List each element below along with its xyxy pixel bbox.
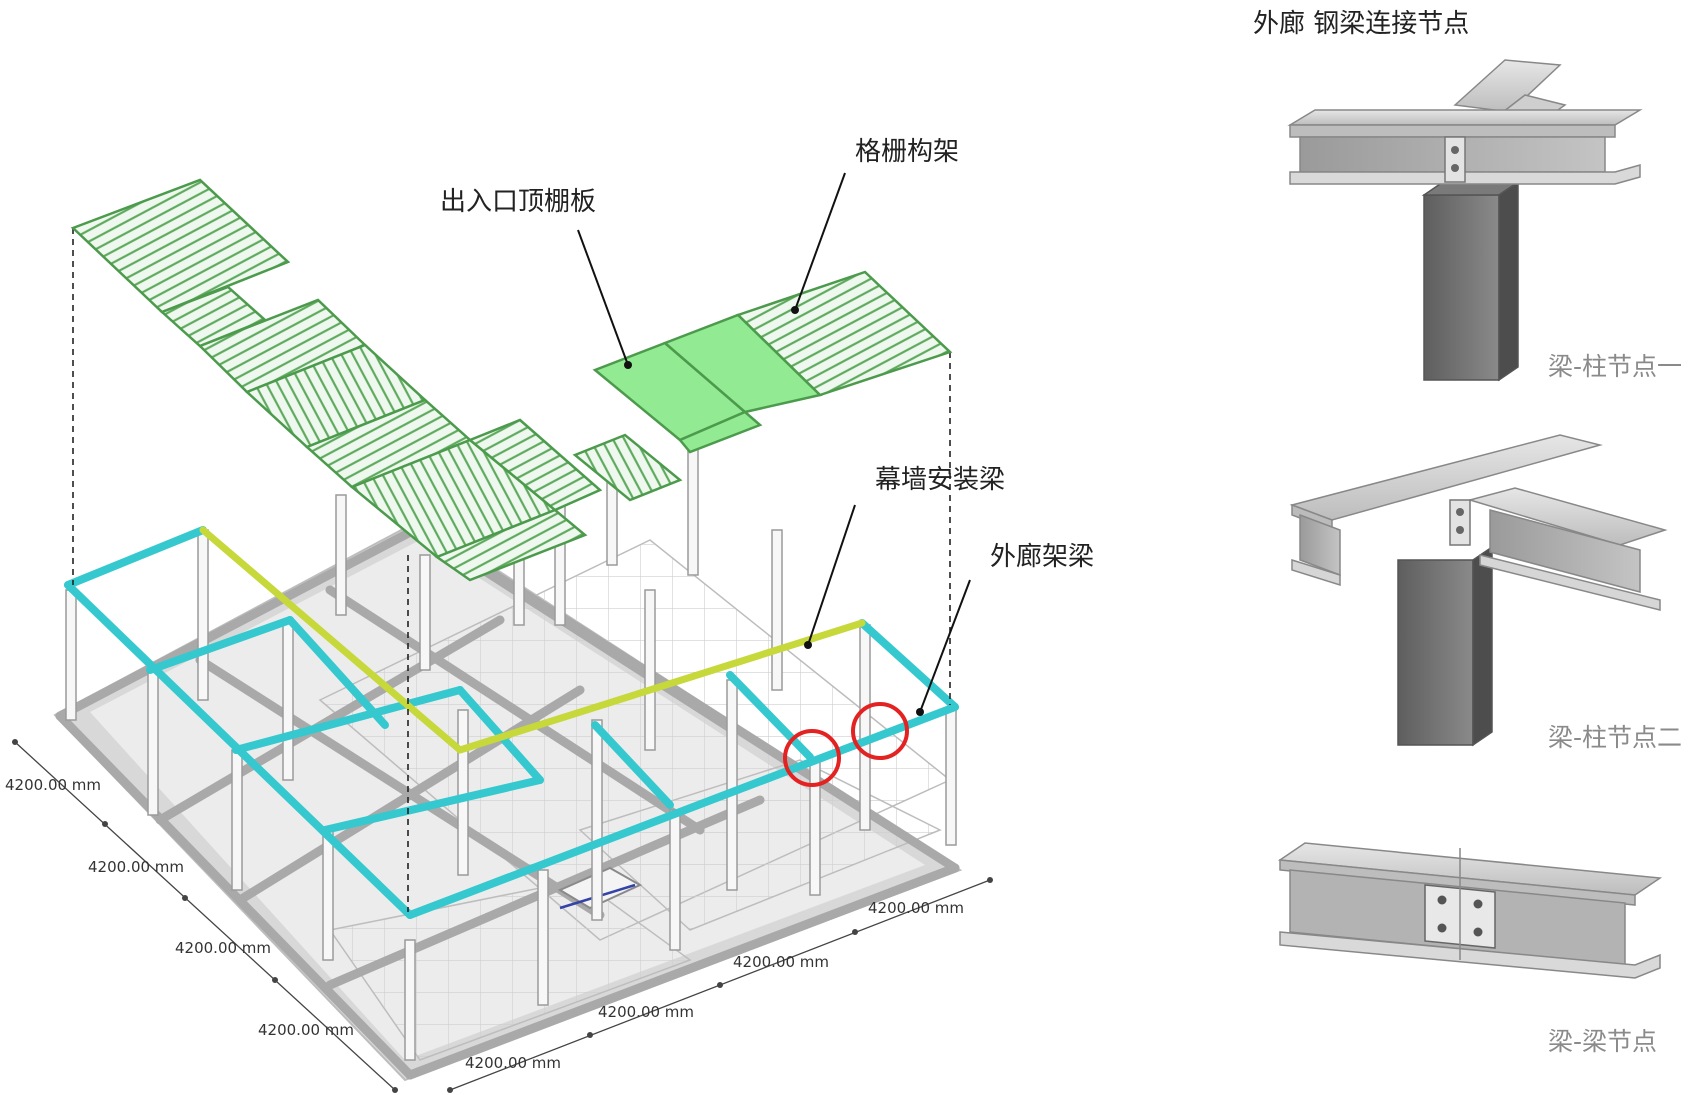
leader-dots xyxy=(624,306,924,716)
dimension-ticks xyxy=(12,739,993,1093)
node-caption-1: 梁-柱节点一 xyxy=(1548,352,1682,381)
label-grille-frame: 格栅构架 xyxy=(855,137,959,167)
node-caption-2: 梁-柱节点二 xyxy=(1548,723,1682,752)
dimension-left-3: 4200.00 mm xyxy=(175,939,271,957)
columns xyxy=(65,444,957,1061)
label-corridor-beam: 外廊架梁 xyxy=(990,542,1094,572)
curtain-wall-beams xyxy=(199,526,866,754)
dimension-left-2: 4200.00 mm xyxy=(88,858,184,876)
node-beam-beam xyxy=(1277,842,1663,979)
node-section-title: 外廊 钢梁连接节点 xyxy=(1253,9,1469,39)
entrance-canopy xyxy=(592,313,823,454)
highlight-circle-1 xyxy=(783,729,841,787)
dimension-bottom-1: 4200.00 mm xyxy=(465,1054,561,1072)
floor-grid-lower xyxy=(328,879,692,1061)
label-entrance-canopy: 出入口顶棚板 xyxy=(440,187,596,217)
node-caption-3: 梁-梁节点 xyxy=(1548,1027,1657,1056)
highlight-circle-2 xyxy=(851,702,909,760)
dimension-left-1: 4200.00 mm xyxy=(5,776,101,794)
node-beam-column-1 xyxy=(1287,59,1643,382)
dimension-bottom-2: 4200.00 mm xyxy=(598,1003,694,1021)
dimension-left-4: 4200.00 mm xyxy=(258,1021,354,1039)
label-curtain-wall-beam: 幕墙安装梁 xyxy=(875,465,1005,495)
isometric-structure: 格栅构架 出入口顶棚板 幕墙安装梁 外廊架梁 4200.00 mm 4200.0… xyxy=(5,137,1094,1093)
dimension-bottom-3: 4200.00 mm xyxy=(733,953,829,971)
node-beam-column-2 xyxy=(1289,434,1668,747)
dimension-bottom-4: 4200.00 mm xyxy=(868,899,964,917)
grille-roof xyxy=(70,178,953,582)
projection-lines xyxy=(72,228,951,912)
leader-lines xyxy=(577,172,971,713)
